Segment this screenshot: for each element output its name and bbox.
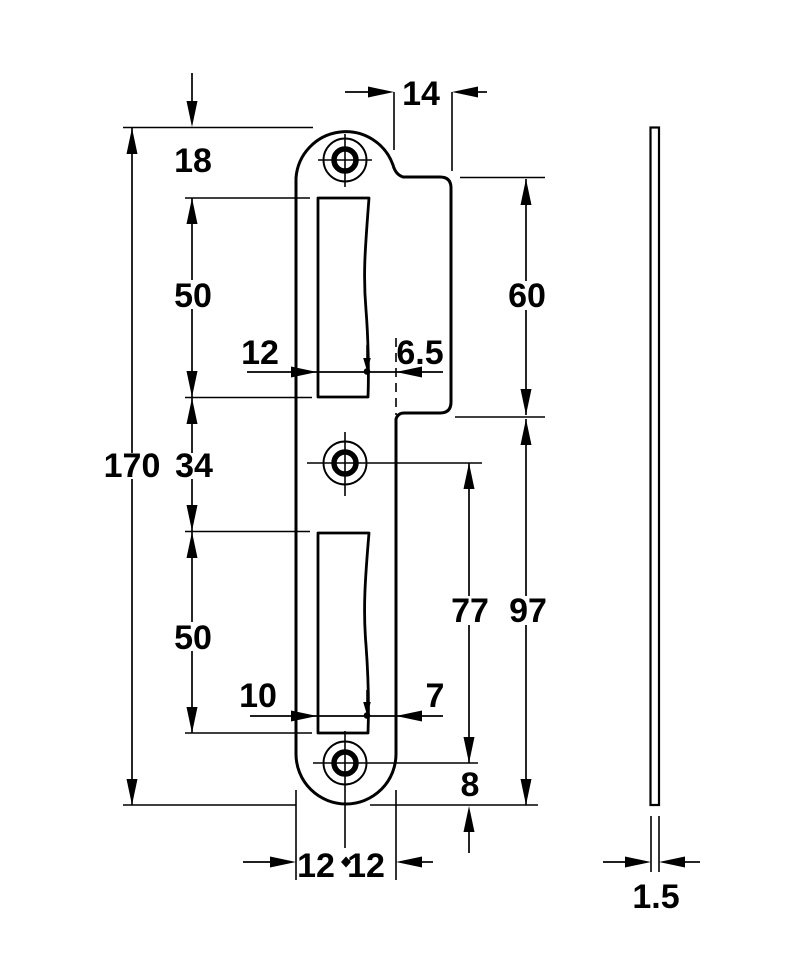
dim-label-lip-width: 14 [402, 75, 440, 113]
screw-hole-bottom [313, 731, 478, 848]
dim-label-between-cutouts: 34 [175, 447, 213, 485]
dim-label-half-width-right: 12 [347, 847, 385, 885]
dim-label-upper-cutout-width: 12 [241, 334, 279, 372]
dim-label-hole-to-bottom-edge: 8 [461, 766, 480, 804]
dim-lip-length: 60 [508, 179, 546, 415]
lower-cutout [316, 531, 371, 735]
dim-lip-width: 14 [345, 75, 487, 113]
dim-thickness: 1.5 [603, 856, 700, 916]
dim-hole-to-bottom-edge: 8 [461, 766, 480, 853]
side-profile [649, 126, 661, 807]
dim-between-cutouts: 34 [175, 398, 213, 531]
dim-hole-spacing: 77 [451, 463, 489, 763]
dim-label-half-width-left: 12 [297, 847, 335, 885]
dim-label-lower-cutout-length: 50 [174, 619, 212, 657]
dim-half-widths: 12 12 [243, 847, 433, 885]
front-view [294, 130, 482, 848]
screw-hole-top [318, 134, 372, 187]
dim-label-thickness: 1.5 [632, 878, 679, 916]
dim-upper-cutout-length: 50 [174, 198, 212, 397]
dim-label-lower-cutout-to-edge: 7 [426, 677, 445, 715]
dim-label-upper-cutout-to-center: 6.5 [396, 334, 443, 372]
dim-upper-cutout-width-row: 12 6.5 [241, 334, 444, 378]
dim-label-hole-spacing: 77 [451, 592, 489, 630]
dim-total-length: 170 [104, 128, 161, 805]
dim-label-lower-cutout-width: 10 [239, 677, 277, 715]
dim-label-lip-to-bottom: 97 [509, 592, 547, 630]
side-view: 1.5 [603, 126, 700, 916]
upper-cutout [316, 196, 371, 399]
dim-label-lip-length: 60 [508, 277, 546, 315]
dim-top-margin: 18 [174, 73, 212, 180]
dim-label-upper-cutout-length: 50 [174, 277, 212, 315]
extension-lines [123, 92, 660, 880]
dim-lower-cutout-width-row: 10 7 [239, 677, 444, 722]
plate-outline [294, 130, 453, 806]
screw-hole-middle [307, 432, 482, 496]
dim-label-total-length: 170 [104, 447, 161, 485]
dimension-lines: 170 18 50 34 5 [104, 73, 547, 885]
dim-lower-cutout-length: 50 [174, 532, 212, 733]
dim-label-top-margin: 18 [174, 142, 212, 180]
dim-lip-to-bottom: 97 [509, 419, 547, 805]
